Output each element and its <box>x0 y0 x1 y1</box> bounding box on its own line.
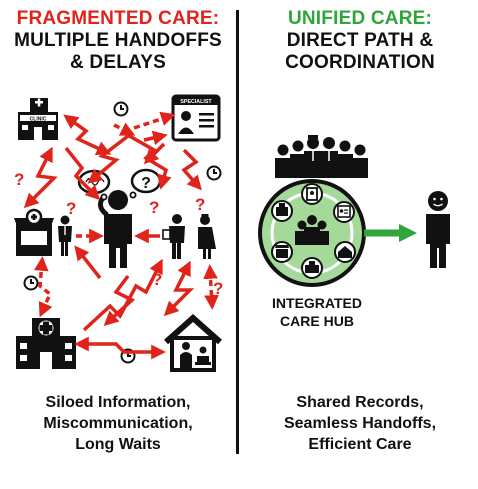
clinic-label: CLINIC <box>30 116 47 122</box>
fragmented-care-subheading-1: MULTIPLE HANDOFFS <box>14 30 222 51</box>
caption-line: Miscommunication, <box>43 415 193 432</box>
clock-icon <box>23 275 39 291</box>
question-mark: ? <box>149 198 159 217</box>
care-team-group-icon <box>275 135 368 178</box>
caption-line: Shared Records, <box>296 394 424 411</box>
unified-care-heading: UNIFIED CARE: <box>287 8 433 29</box>
caption-line: Siloed Information, <box>45 394 191 411</box>
pharmacy-icon <box>14 208 54 256</box>
home-care-house-icon <box>164 313 222 372</box>
question-mark: ? <box>14 170 24 189</box>
question-mark: ? <box>213 279 223 298</box>
question-mark: ? <box>66 199 76 218</box>
unified-care-subheading-1: DIRECT PATH & <box>286 30 434 51</box>
fragmented-care-title: FRAGMENTED CARE: MULTIPLE HANDOFFS & DEL… <box>0 8 236 74</box>
panel-divider <box>236 10 239 454</box>
fragmented-care-caption: Siloed Information, Miscommunication, Lo… <box>0 392 236 455</box>
caption-line: Long Waits <box>75 436 161 453</box>
fragmented-care-heading: FRAGMENTED CARE: <box>16 8 220 29</box>
hub-label-line-2: CARE HUB <box>280 313 354 329</box>
caption-line: Efficient Care <box>308 436 412 453</box>
hub-specialist-icon <box>333 201 355 223</box>
specialist-card-icon: SPECIALIST <box>171 94 221 142</box>
unified-care-subheading-2: COORDINATION <box>285 52 435 73</box>
confusion-question-marks: ? ? ? ? ? ? <box>14 170 223 298</box>
caption-line: Seamless Handoffs, <box>283 415 437 432</box>
question-mark: ? <box>141 175 151 192</box>
fragmented-care-subheading-2: & DELAYS <box>70 52 166 73</box>
hub-label: INTEGRATED CARE HUB <box>252 294 382 330</box>
question-mark: ? <box>195 195 205 214</box>
question-mark: ? <box>152 270 162 289</box>
clock-icon <box>113 101 129 117</box>
hub-record-icon <box>301 183 323 205</box>
question-thought-bubble-icon: ? <box>129 168 162 199</box>
hospital-building-icon <box>16 318 76 369</box>
nurse-figure <box>198 214 216 259</box>
doctor-with-clipboard-figure <box>162 214 185 259</box>
hub-label-line-1: INTEGRATED <box>272 295 362 311</box>
unified-care-title: UNIFIED CARE: DIRECT PATH & COORDINATION <box>242 8 478 74</box>
specialist-label: SPECIALIST <box>180 99 212 105</box>
hub-pharmacy-icon <box>271 241 293 263</box>
clock-icon <box>206 165 222 181</box>
hub-clinic-icon <box>271 200 293 222</box>
unified-care-caption: Shared Records, Seamless Handoffs, Effic… <box>242 392 478 455</box>
small-doctor-figure <box>58 215 72 256</box>
hub-home-icon <box>334 241 356 263</box>
clinic-building-icon: CLINIC <box>18 98 58 140</box>
fragmented-handoff-arrows <box>23 111 219 360</box>
satisfied-patient-figure <box>426 191 450 268</box>
hub-hospital-icon <box>301 257 323 279</box>
confused-patient-figure <box>98 190 132 268</box>
